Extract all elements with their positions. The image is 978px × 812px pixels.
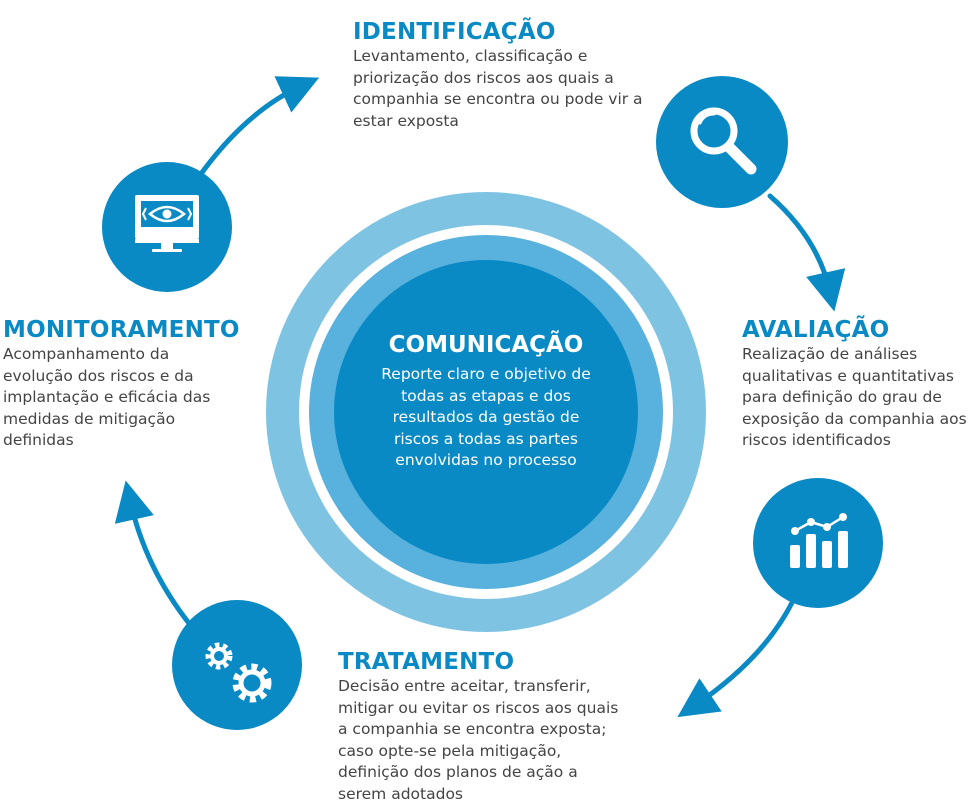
stage-avaliacao: AVALIAÇÃO Realização de análises qualita…	[742, 316, 978, 452]
stage-title-tratamento: TRATAMENTO	[338, 649, 515, 675]
center-description: Reporte claro e objetivo de todas as eta…	[381, 365, 591, 469]
stage-desc-tratamento: Decisão entre aceitar, transferir, mitig…	[338, 677, 619, 803]
stage-desc-identificacao: Levantamento, classificação e priorizaçã…	[353, 47, 643, 130]
stage-title-monitoramento: MONITORAMENTO	[3, 317, 240, 343]
stage-desc-avaliacao: Realização de análises qualitativas e qu…	[742, 345, 967, 449]
stage-title-identificacao: IDENTIFICAÇÃO	[353, 19, 556, 45]
bar-chart-icon	[753, 478, 883, 608]
center-core	[334, 260, 638, 564]
magnifier-icon	[656, 76, 788, 208]
center-title: COMUNICAÇÃO	[388, 332, 584, 358]
center-circle	[266, 192, 706, 632]
stage-title-avaliacao: AVALIAÇÃO	[742, 317, 890, 343]
arrow-avaliacao-to-tratamento	[677, 587, 801, 718]
stage-identificacao: IDENTIFICAÇÃO Levantamento, classificaçã…	[353, 18, 653, 132]
gears-icon	[172, 600, 302, 730]
arrow-monitoramento-to-identificacao	[195, 76, 320, 181]
stage-desc-monitoramento: Acompanhamento da evolução dos riscos e …	[3, 345, 211, 449]
stage-tratamento: TRATAMENTO Decisão entre aceitar, transf…	[338, 648, 628, 805]
arrow-tratamento-to-monitoramento	[114, 480, 199, 635]
center-text: COMUNICAÇÃO Reporte claro e objetivo de …	[368, 330, 604, 472]
monitor-eye-icon	[102, 162, 232, 292]
stage-monitoramento: MONITORAMENTO Acompanhamento da evolução…	[3, 316, 240, 452]
arrow-identificacao-to-avaliacao	[767, 193, 846, 312]
